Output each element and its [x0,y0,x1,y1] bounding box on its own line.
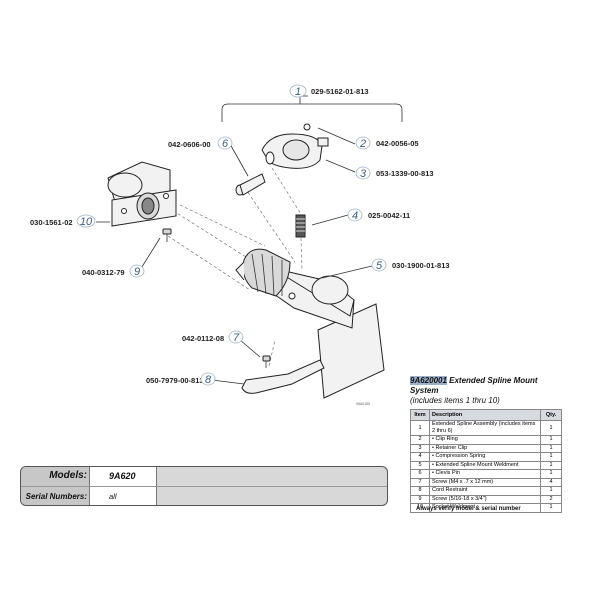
screw-socket [162,228,172,242]
row-item: 6 [410,469,430,479]
row-qty: 1 [540,469,562,479]
callout-6: 042-0606-00 6 [168,136,233,150]
callout-number: 9 [134,266,140,278]
part-number: 053-1339-00-813 [376,169,434,178]
row-item: 8 [410,486,430,496]
callout-number: 8 [205,374,212,386]
parts-list-subtitle: (includes items 1 thru 10) [410,396,500,405]
table-row: 3 • Retainer Clip 1 [410,443,562,453]
verify-note: Always verify model & serial number [416,506,521,512]
callout-2: 2 042-0056-05 [355,136,419,150]
part-number: 042-0606-00 [168,140,211,149]
parts-list-title: 9A620001 Extended Spline Mount System [410,376,562,396]
row-description: • Extended Spline Mount Weldment [429,460,541,470]
row-description: • Clevis Pin [429,469,541,479]
header-description: Description [429,409,541,421]
row-item: 1 [410,420,430,436]
callout-number: 7 [233,332,240,344]
row-description: Screw (M4 x .7 x 12 mm) [429,477,541,487]
serial-numbers-label: Serial Numbers: [25,492,87,501]
part-number: 030-1900-01-813 [392,261,450,270]
models-row: Models: 9A620 [21,467,387,486]
callout-4: 4 025-0042-11 [347,208,410,222]
row-qty: 4 [540,477,562,487]
compression-spring [295,214,306,238]
callout-10: 030-1561-02 10 [30,214,96,228]
group-bracket [221,103,403,122]
row-qty: 1 [540,452,562,462]
callout-number: 3 [360,168,367,180]
part-number: 050-7979-00-813 [146,376,204,385]
row-item: 2 [410,435,430,445]
parts-table-header: Item Description Qty. [410,409,562,421]
screw-m4 [262,355,271,368]
callout-number: 4 [352,210,358,222]
callout-number: 10 [80,216,93,228]
leader-lines [96,95,373,385]
table-row: 1 Extended Spline Assembly (includes ite… [410,420,562,436]
row-qty: 1 [540,486,562,496]
table-row: 10 Socket Weldment 1 [410,503,562,513]
row-qty: 1 [540,460,562,470]
callout-8: 050-7979-00-813 8 [146,372,216,386]
part-number: 042-0056-05 [376,139,419,148]
row-item: 3 [410,443,430,453]
table-row: 6 • Clevis Pin 1 [410,469,562,479]
row-qty: 1 [540,420,562,436]
row-description: Extended Spline Assembly (includes items… [429,420,541,436]
spline-mount-weldment [235,248,385,399]
clevis-pin [235,173,266,196]
row-qty: 2 [540,494,562,504]
part-number: 025-0042-11 [368,211,410,220]
header-qty: Qty. [540,409,562,421]
row-item: 4 [410,452,430,462]
callout-7: 042-0112-08 7 [182,330,244,344]
row-item: 5 [410,460,430,470]
header-item: Item [410,409,430,421]
callout-number: 5 [376,260,383,272]
kit-number: 9A620001 [410,376,447,385]
socket-weldment [107,161,177,227]
models-box: Models: 9A620 Serial Numbers: all [20,466,388,506]
row-item: 7 [410,477,430,487]
row-description: • Compression Spring [429,452,541,462]
table-row: 8 Cord Restraint 1 [410,486,562,496]
parts-table: Item Description Qty. 1 Extended Spline … [410,409,562,513]
serial-numbers-value: all [109,492,117,501]
serial-numbers-row: Serial Numbers: all [21,486,387,505]
clip-ring [303,123,311,131]
table-row: 5 • Extended Spline Mount Weldment 1 [410,460,562,470]
row-description: • Clip Ring [429,435,541,445]
callout-9: 040-0312-79 9 [82,264,145,278]
table-row: 2 • Clip Ring 1 [410,435,562,445]
parts-list: 9A620001 Extended Spline Mount System (i… [410,376,562,513]
table-row: 9 Screw (5/16-18 x 3/4") 2 [410,494,562,504]
drawing-code: 98A0185 [356,402,370,406]
callout-1: 1 029-5162-01-813 [289,84,369,98]
retainer-clip [261,133,329,169]
models-value: 9A620 [109,471,136,481]
cord-restraint [241,359,325,394]
models-label: Models: [49,470,87,481]
part-number: 042-0112-08 [182,334,224,343]
row-description: • Retainer Clip [429,443,541,453]
callout-number: 6 [222,138,229,150]
part-number: 029-5162-01-813 [311,87,369,96]
row-description: Screw (5/16-18 x 3/4") [429,494,541,504]
callout-number: 2 [359,138,366,150]
table-row: 7 Screw (M4 x .7 x 12 mm) 4 [410,477,562,487]
kit-name: Extended Spline Mount System [410,376,538,395]
row-item: 9 [410,494,430,504]
callout-number: 1 [295,86,301,98]
callout-5: 5 030-1900-01-813 [371,258,450,272]
row-qty: 1 [540,435,562,445]
row-description: Cord Restraint [429,486,541,496]
table-row: 4 • Compression Spring 1 [410,452,562,462]
part-number: 040-0312-79 [82,268,125,277]
row-qty: 1 [540,503,562,513]
part-number: 030-1561-02 [30,218,73,227]
row-qty: 1 [540,443,562,453]
callout-3: 3 053-1339-00-813 [355,166,434,180]
